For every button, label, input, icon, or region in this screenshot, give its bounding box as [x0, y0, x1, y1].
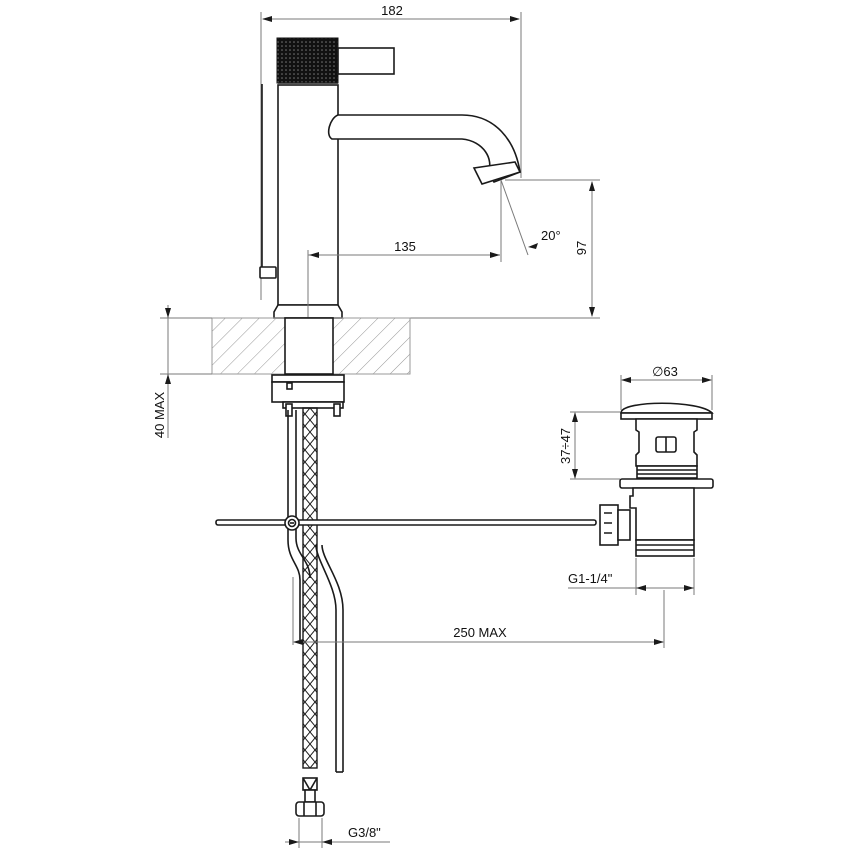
dimension-waste-height: 37÷47	[558, 411, 620, 480]
mixer-body	[259, 37, 522, 319]
label-inlet-thread: G3/8"	[348, 825, 381, 840]
dimension-spout-height: 97	[342, 179, 600, 319]
label-waste-diameter: ∅63	[652, 364, 678, 379]
label-waste-thread: G1-1/4"	[568, 571, 613, 586]
pop-up-linkage-rod	[215, 515, 597, 531]
label-deck-thickness: 40 MAX	[152, 392, 167, 439]
flexible-hose	[295, 407, 325, 817]
dimension-waste-diameter: ∅63	[620, 364, 713, 410]
dimension-waste-thread: G1-1/4"	[568, 558, 695, 595]
countertop-section	[160, 317, 411, 375]
label-spout-height: 97	[574, 241, 589, 255]
label-rod-length: 250 MAX	[453, 625, 507, 640]
pop-up-waste	[599, 402, 714, 557]
dimension-rod-length: 250 MAX	[292, 577, 665, 648]
dimension-spout-reach: 135	[308, 180, 502, 262]
dimension-overall-width: 182	[260, 3, 522, 300]
label-overall-width: 182	[381, 3, 403, 18]
label-outlet-angle: 20°	[541, 228, 561, 243]
dimension-outlet-angle: 20°	[500, 179, 561, 256]
label-spout-reach: 135	[394, 239, 416, 254]
dimension-inlet-thread: G3/8"	[285, 818, 390, 848]
label-waste-height: 37÷47	[558, 428, 573, 464]
knurled-handle-icon	[276, 37, 339, 84]
dimension-deck-thickness: 40 MAX	[152, 305, 171, 438]
